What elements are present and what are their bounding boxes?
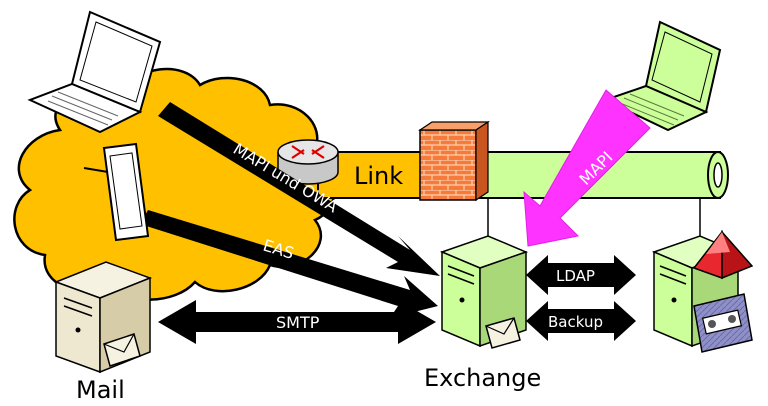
tape-icon (693, 293, 753, 353)
pyramid-icon (692, 229, 754, 280)
router-icon (277, 139, 339, 185)
arrow-mapi-owa (158, 102, 440, 276)
arrow-smtp (158, 300, 436, 344)
firewall-icon (418, 120, 490, 202)
arrow-backup (526, 301, 636, 341)
label-smtp: SMTP (276, 313, 320, 332)
label-ldap: LDAP (556, 267, 595, 285)
mail-label: Mail (76, 376, 125, 404)
arrow-mapi (523, 89, 651, 247)
arrow-ldap (526, 255, 636, 295)
envelope-icon (103, 333, 141, 367)
connector-lines (487, 198, 701, 240)
laptop-left (27, 10, 162, 134)
exchange-label: Exchange (424, 364, 541, 392)
link-label: Link (354, 162, 403, 190)
laptop-right (602, 20, 722, 132)
tablet-icon (83, 142, 150, 242)
arrow-eas (140, 210, 438, 318)
envelope-icon (485, 317, 521, 349)
label-backup: Backup (548, 313, 603, 331)
